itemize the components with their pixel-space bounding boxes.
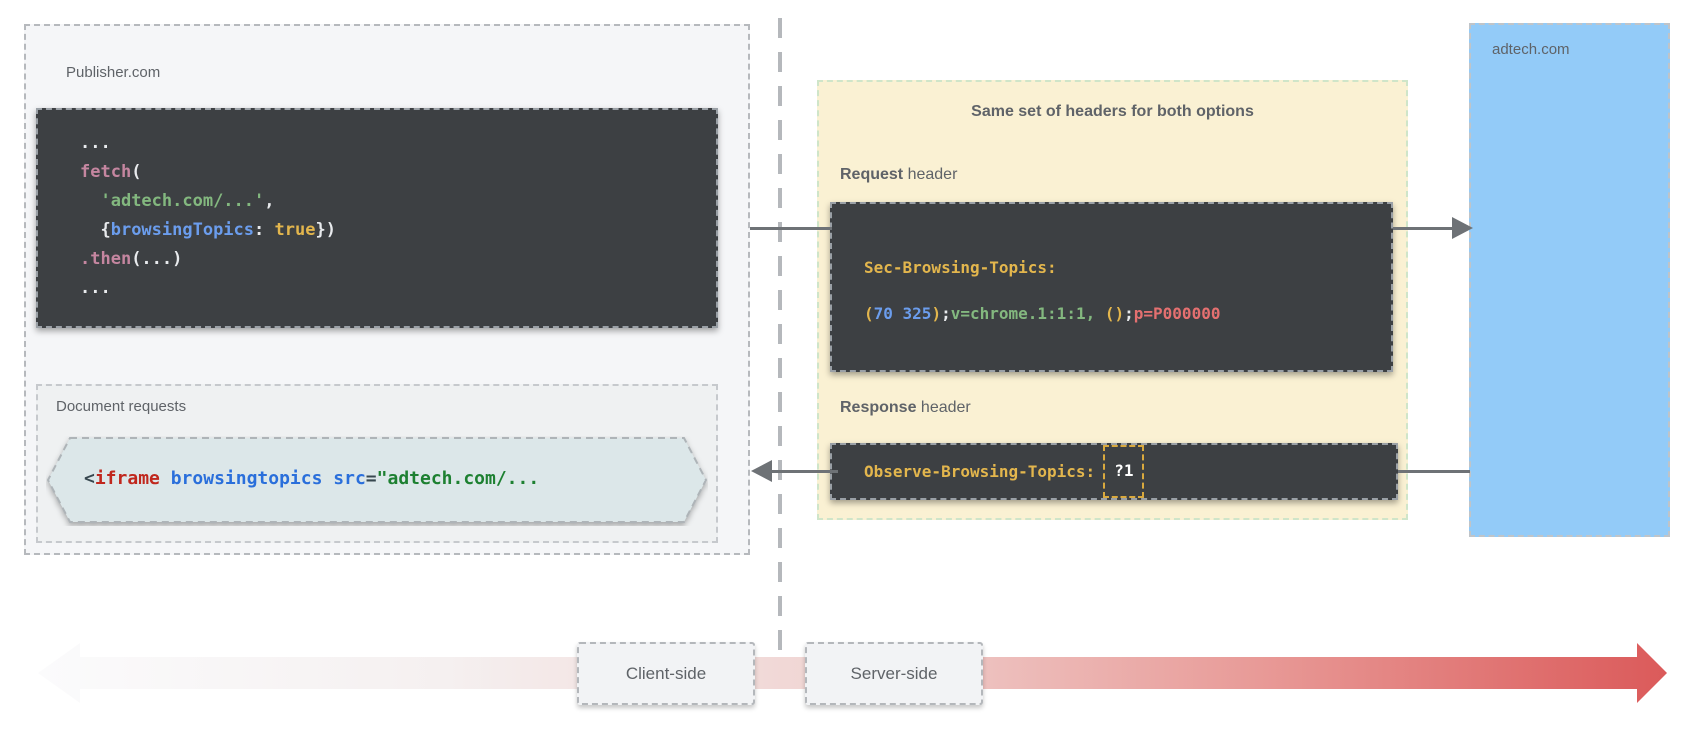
fetch-code-block: ...fetch( 'adtech.com/...', {browsingTop…	[36, 108, 718, 328]
adtech-panel: adtech.com	[1469, 23, 1670, 537]
response-header-value-badge: ?1	[1103, 445, 1145, 498]
request-header-value: (70 325);v=chrome.1:1:1, ();p=P000000	[864, 304, 1221, 323]
response-header-block: Observe-Browsing-Topics: ?1	[830, 443, 1398, 500]
document-requests-label: Document requests	[56, 398, 187, 415]
request-to-adtech-line	[1393, 227, 1455, 230]
client-side-label-box: Client-side	[577, 642, 755, 705]
response-header-label-rest: header	[916, 399, 971, 416]
request-header-block: Sec-Browsing-Topics: (70 325);v=chrome.1…	[830, 202, 1393, 372]
request-to-adtech-arrowhead-icon	[1452, 217, 1473, 239]
headers-panel-title: Same set of headers for both options	[971, 103, 1254, 120]
fetch-code: ...fetch( 'adtech.com/...', {browsingTop…	[80, 133, 336, 298]
client-server-divider	[778, 18, 782, 652]
response-to-iframe-arrowhead-icon	[751, 460, 772, 482]
publisher-label: Publisher.com	[66, 64, 161, 81]
request-header-label-rest: header	[903, 166, 958, 183]
server-side-label: Server-side	[850, 663, 938, 683]
response-to-iframe-line	[770, 470, 838, 473]
response-header-name: Observe-Browsing-Topics:	[864, 461, 1096, 481]
adtech-to-response-line	[1398, 470, 1470, 473]
fetch-to-request-line	[750, 227, 832, 230]
request-header-label-bold: Request	[840, 166, 904, 183]
iframe-hexagon	[46, 436, 708, 526]
client-side-label: Client-side	[625, 663, 707, 683]
response-header-line: Observe-Browsing-Topics: ?1	[864, 445, 1145, 498]
hexagon-shape	[46, 437, 708, 523]
response-header-label-bold: Response	[840, 399, 917, 416]
request-header-label: Request header	[840, 166, 957, 184]
request-header-name: Sec-Browsing-Topics:	[864, 258, 1057, 277]
adtech-label: adtech.com	[1492, 41, 1570, 58]
response-header-label: Response header	[840, 399, 971, 417]
iframe-code: <iframe browsingtopics src="adtech.com/.…	[84, 467, 540, 489]
server-side-label-box: Server-side	[805, 642, 983, 705]
